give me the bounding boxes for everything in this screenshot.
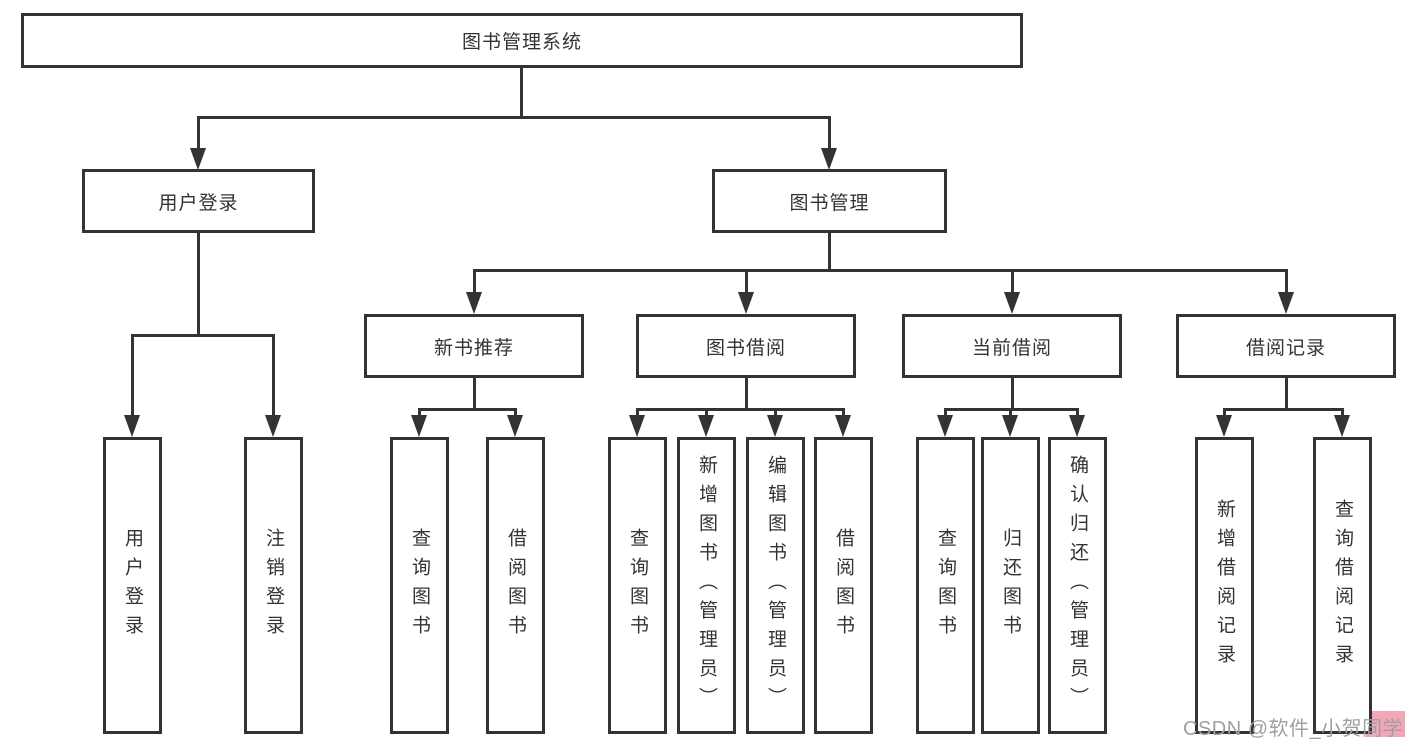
arrow-down-icon	[937, 415, 953, 437]
leaf-add-borrow-record-label: 新增借阅记录	[1214, 498, 1235, 673]
leaf-query-books-current-label: 查询图书	[935, 527, 956, 644]
connector-line	[636, 408, 844, 411]
leaf-confirm-return-admin: 确认归还（管理员）	[1048, 437, 1107, 734]
connector-line	[131, 334, 134, 417]
connector-line	[745, 269, 748, 294]
arrow-down-icon	[835, 415, 851, 437]
leaf-borrow-books-recommend: 借阅图书	[486, 437, 545, 734]
connector-line	[1285, 269, 1288, 294]
leaf-add-book-admin-label: 新增图书（管理员）	[696, 455, 717, 716]
connector-line	[1341, 408, 1344, 417]
arrow-down-icon	[1278, 292, 1294, 314]
connector-line	[418, 408, 421, 417]
connector-line	[514, 408, 517, 417]
connector-line	[1223, 408, 1343, 411]
leaf-query-borrow-record-label: 查询借阅记录	[1332, 498, 1353, 673]
connector-line	[1011, 269, 1014, 294]
arrow-down-icon	[698, 415, 714, 437]
connector-line	[473, 378, 476, 411]
arrow-down-icon	[1002, 415, 1018, 437]
node-book-borrow: 图书借阅	[636, 314, 856, 378]
connector-line	[1223, 408, 1226, 417]
arrow-down-icon	[1334, 415, 1350, 437]
leaf-add-borrow-record: 新增借阅记录	[1195, 437, 1254, 734]
leaf-query-books-recommend-label: 查询图书	[409, 527, 430, 644]
arrow-down-icon	[1069, 415, 1085, 437]
leaf-query-books-recommend: 查询图书	[390, 437, 449, 734]
node-current-borrow: 当前借阅	[902, 314, 1122, 378]
node-book-management-label: 图书管理	[789, 192, 870, 214]
node-borrow-record: 借阅记录	[1176, 314, 1396, 378]
node-book-management: 图书管理	[712, 169, 947, 233]
connector-line	[197, 233, 200, 337]
arrow-down-icon	[190, 148, 206, 170]
leaf-add-book-admin: 新增图书（管理员）	[677, 437, 736, 734]
connector-line	[944, 408, 947, 417]
node-user-login-label: 用户登录	[158, 192, 239, 214]
connector-line	[520, 67, 523, 119]
leaf-return-books-label: 归还图书	[1000, 527, 1021, 644]
connector-line	[473, 269, 1287, 272]
node-book-borrow-label: 图书借阅	[705, 337, 786, 359]
connector-line	[828, 233, 831, 272]
watermark-highlight	[1366, 711, 1405, 737]
arrow-down-icon	[466, 292, 482, 314]
leaf-query-books-borrow-label: 查询图书	[627, 527, 648, 644]
node-user-login: 用户登录	[82, 169, 315, 233]
node-root: 图书管理系统	[21, 13, 1023, 68]
leaf-confirm-return-admin-label: 确认归还（管理员）	[1067, 455, 1088, 716]
node-root-label: 图书管理系统	[461, 32, 582, 53]
node-new-book-recommend-label: 新书推荐	[433, 337, 514, 359]
connector-line	[1285, 378, 1288, 411]
connector-line	[842, 408, 845, 417]
node-borrow-record-label: 借阅记录	[1245, 337, 1326, 359]
connector-line	[1009, 408, 1012, 417]
connector-line	[705, 408, 708, 417]
leaf-return-books: 归还图书	[981, 437, 1040, 734]
arrow-down-icon	[1216, 415, 1232, 437]
leaf-user-login-label: 用户登录	[122, 527, 143, 644]
leaf-borrow-books-recommend-label: 借阅图书	[505, 527, 526, 644]
node-new-book-recommend: 新书推荐	[364, 314, 584, 378]
connector-line	[418, 408, 517, 411]
connector-line	[636, 408, 639, 417]
leaf-user-login: 用户登录	[103, 437, 162, 734]
arrow-down-icon	[629, 415, 645, 437]
leaf-borrow-books: 借阅图书	[814, 437, 873, 734]
leaf-logout: 注销登录	[244, 437, 303, 734]
watermark-text: CSDN @软件_小贺同学	[1183, 718, 1404, 740]
connector-line	[1076, 408, 1079, 417]
leaf-borrow-books-label: 借阅图书	[833, 527, 854, 644]
arrow-down-icon	[507, 415, 523, 437]
leaf-query-books-current: 查询图书	[916, 437, 975, 734]
leaf-query-books-borrow: 查询图书	[608, 437, 667, 734]
arrow-down-icon	[265, 415, 281, 437]
connector-line	[197, 116, 200, 150]
connector-line	[745, 378, 748, 411]
connector-line	[1011, 378, 1014, 411]
arrow-down-icon	[767, 415, 783, 437]
arrow-down-icon	[738, 292, 754, 314]
leaf-query-borrow-record: 查询借阅记录	[1313, 437, 1372, 734]
node-current-borrow-label: 当前借阅	[971, 337, 1052, 359]
connector-line	[272, 334, 275, 417]
leaf-edit-book-admin-label: 编辑图书（管理员）	[765, 455, 786, 716]
arrow-down-icon	[821, 148, 837, 170]
leaf-edit-book-admin: 编辑图书（管理员）	[746, 437, 805, 734]
leaf-logout-label: 注销登录	[263, 527, 284, 644]
arrow-down-icon	[411, 415, 427, 437]
arrow-down-icon	[1004, 292, 1020, 314]
connector-line	[774, 408, 777, 417]
connector-line	[197, 116, 831, 119]
arrow-down-icon	[124, 415, 140, 437]
connector-line	[131, 334, 274, 337]
connector-line	[828, 116, 831, 150]
connector-line	[473, 269, 476, 294]
